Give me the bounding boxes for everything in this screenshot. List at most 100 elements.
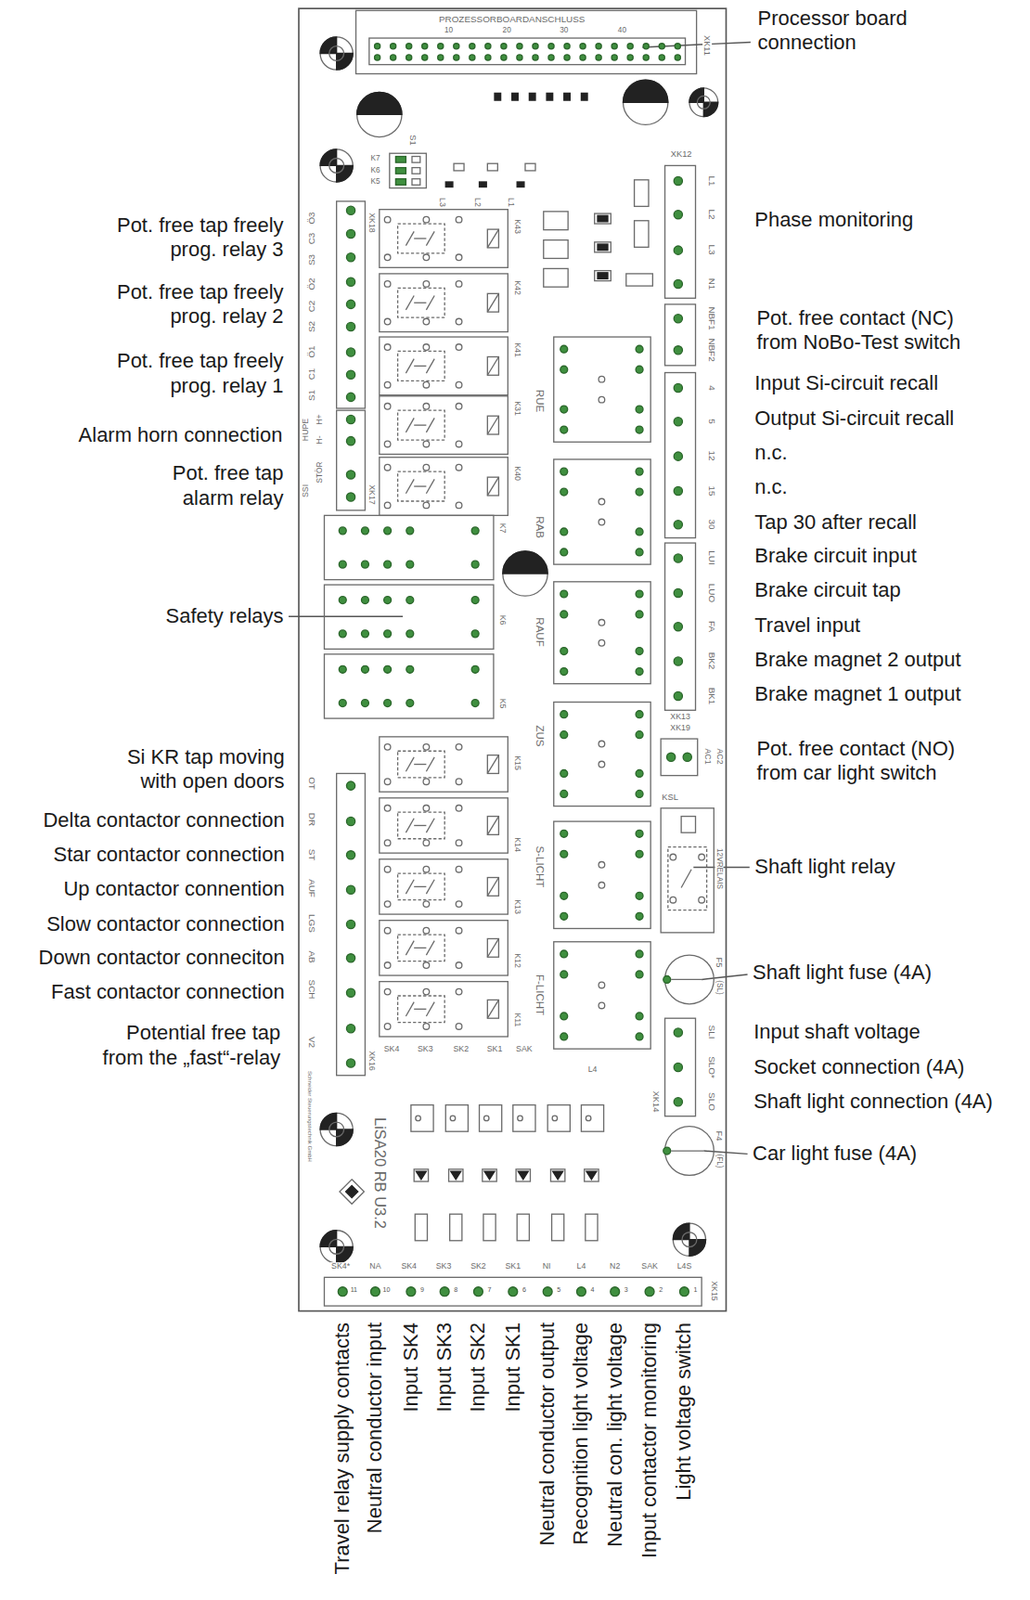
solder-pad <box>516 54 523 61</box>
solder-pad <box>673 346 683 355</box>
silkscreen-label: K43 <box>512 218 522 235</box>
relay-contact-frame <box>668 847 708 911</box>
solder-pad <box>560 548 568 556</box>
open-pad <box>669 853 677 861</box>
silkscreen-label: XK15 <box>708 1280 719 1302</box>
solder-pad <box>485 54 491 61</box>
switch-contact <box>425 1002 435 1017</box>
callout-label: Brake circuit input <box>754 543 917 568</box>
silkscreen-label: S2 <box>307 320 318 334</box>
solder-pad <box>542 1287 553 1297</box>
relay-coil-mark <box>487 476 499 496</box>
safety-relay <box>323 584 493 649</box>
solder-pad <box>548 43 554 50</box>
optocoupler <box>479 1105 503 1133</box>
solder-pad <box>384 596 392 605</box>
diode-mark <box>517 1171 528 1180</box>
optocoupler <box>513 1105 536 1133</box>
callout-label: Pot. free tap freely prog. relay 2 <box>115 279 284 329</box>
mounting-hole-inner <box>329 1238 345 1254</box>
optocoupler <box>543 268 568 287</box>
callout-label: Brake magnet 1 output <box>754 682 961 707</box>
switch-contact <box>405 359 414 374</box>
silkscreen-label: SCH <box>307 978 318 1001</box>
silkscreen-label: S1 <box>408 133 418 146</box>
terminal-block <box>323 1276 702 1306</box>
solder-pad <box>346 229 355 238</box>
solder-pad <box>469 43 476 50</box>
silkscreen-label: BK1 <box>707 685 718 706</box>
callout-label: Output Si-circuit recall <box>754 405 954 430</box>
silkscreen-label: SAK <box>640 1261 659 1272</box>
pin-number: 10 <box>382 1287 392 1295</box>
solder-pad <box>576 1287 586 1297</box>
relay-coil <box>487 755 499 774</box>
silkscreen-label: BK2 <box>707 651 718 671</box>
logo-mark <box>346 1184 359 1198</box>
solder-pad <box>635 548 644 556</box>
silkscreen-label: H+ <box>315 412 325 425</box>
silkscreen-label: XK18 <box>366 211 376 233</box>
mounting-hole <box>320 1112 353 1146</box>
switch-contact <box>425 231 435 245</box>
solder-pad <box>516 43 523 50</box>
open-pad <box>423 778 430 786</box>
terminal-description: Travel relay supply contacts <box>330 1322 355 1574</box>
solder-pad <box>673 451 683 461</box>
switch-contact <box>405 1002 414 1017</box>
terminal-block <box>665 542 696 710</box>
solder-pad <box>611 43 618 50</box>
solder-pad <box>346 816 355 825</box>
switch-contact <box>425 818 435 833</box>
relay-coil <box>681 816 696 834</box>
solder-pad <box>673 588 683 597</box>
open-pad <box>598 760 606 768</box>
mounting-hole <box>320 37 353 70</box>
silkscreen-label: K5 <box>369 177 381 186</box>
silkscreen-label: (SL) <box>714 978 723 996</box>
silkscreen-label: RAB <box>534 515 547 540</box>
silkscreen-label: STÖR <box>316 460 325 484</box>
capacitor-symbol <box>357 91 402 137</box>
relay-coil-mark <box>487 816 499 836</box>
silkscreen-label: LUO <box>707 581 718 603</box>
solder-pad <box>501 43 507 50</box>
switch-contact <box>425 296 435 310</box>
pin-number: 8 <box>452 1287 459 1295</box>
open-pad <box>598 881 606 889</box>
silkscreen-label: K14 <box>512 836 522 853</box>
silkscreen-label: AUF <box>307 877 318 899</box>
capacitor-marking <box>622 79 668 103</box>
solder-pad <box>610 1287 620 1297</box>
solder-pad <box>635 610 644 618</box>
switch-contact <box>405 879 414 894</box>
relay-coil <box>487 415 499 435</box>
mounting-hole-inner <box>696 95 710 109</box>
solder-pad <box>346 988 355 997</box>
solder-pad <box>439 1287 450 1297</box>
mounting-hole-mark <box>320 1112 337 1130</box>
solder-pad <box>635 668 644 676</box>
silkscreen-label: SK1 <box>486 1044 504 1055</box>
solder-pad <box>579 43 586 50</box>
relay-coil <box>487 999 499 1018</box>
solder-pad <box>360 630 369 638</box>
relay-contact-frame <box>398 750 446 778</box>
silkscreen-label: N1 <box>707 276 718 291</box>
solder-pad <box>560 789 568 798</box>
silkscreen-label: K12 <box>512 952 522 969</box>
solder-pad <box>406 699 414 708</box>
mounting-hole-mark <box>336 53 354 71</box>
smd-part <box>564 92 571 101</box>
mounting-hole <box>320 1230 353 1263</box>
solder-pad <box>384 630 392 638</box>
relay-contact-frame <box>398 410 446 440</box>
smd-part <box>487 163 498 171</box>
solder-pad <box>346 370 355 379</box>
solder-pad <box>673 1097 683 1107</box>
relay-contact-frame <box>398 811 446 839</box>
solder-pad <box>673 486 683 495</box>
solder-pad <box>406 630 414 638</box>
